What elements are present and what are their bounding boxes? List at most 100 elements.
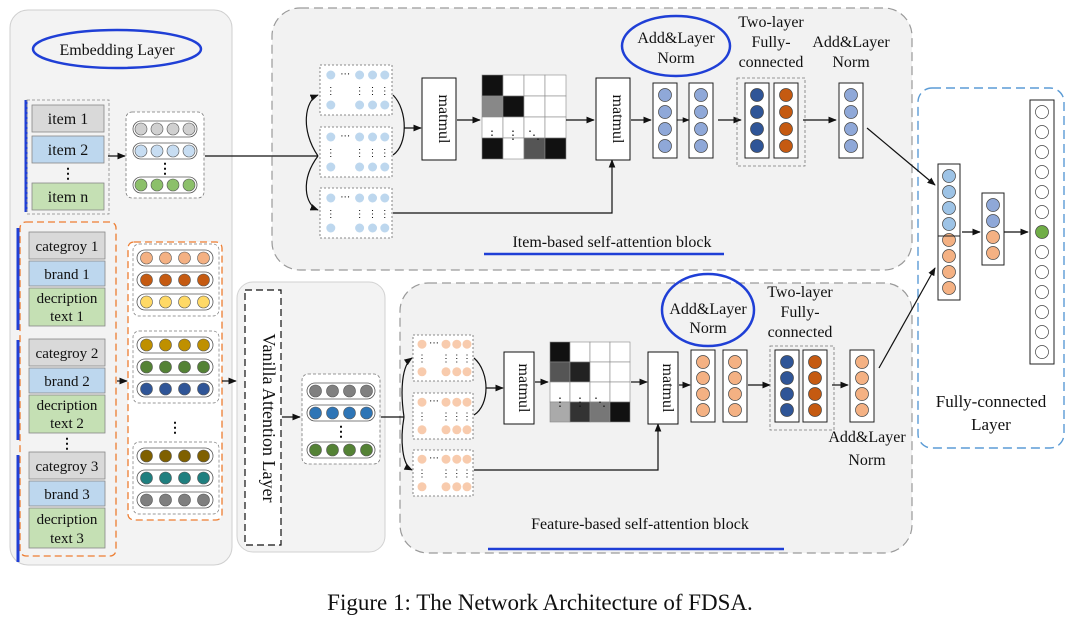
neuron bbox=[779, 139, 793, 153]
neuron bbox=[694, 105, 708, 119]
neuron bbox=[780, 355, 794, 369]
feature-emb-row bbox=[136, 358, 214, 376]
matrix-vdots: ⋮ bbox=[368, 148, 378, 159]
embedding-dot bbox=[197, 273, 210, 287]
neuron bbox=[779, 88, 793, 102]
feature-emb-group-outline bbox=[132, 243, 220, 317]
matrix-vdots: ⋮ bbox=[380, 209, 390, 220]
feature-group-3: categroy 3 brand 3 decription text 3 bbox=[28, 451, 106, 549]
embedding-dot bbox=[343, 406, 356, 420]
embedding-dot bbox=[140, 295, 153, 309]
embedding-dot bbox=[159, 295, 172, 309]
matrix-dot bbox=[368, 70, 378, 80]
vanilla-attention-label: Vanilla Attention Layer bbox=[259, 334, 279, 503]
embedding-layer-title: Embedding Layer bbox=[59, 42, 175, 59]
item-norm1-col-a bbox=[652, 82, 678, 159]
feat-ffn-col-b bbox=[802, 349, 828, 423]
embedding-dot bbox=[159, 382, 172, 396]
neuron bbox=[942, 185, 956, 199]
attention-cell bbox=[481, 74, 504, 97]
attention-cell bbox=[544, 74, 567, 97]
embedding-dot bbox=[197, 449, 210, 463]
embedding-dot bbox=[343, 443, 356, 457]
attention-cell bbox=[589, 341, 611, 363]
vanilla-emb-row-gray bbox=[306, 382, 376, 400]
matrix-dot bbox=[326, 100, 336, 110]
vanilla-emb-ellipsis: ⋮ bbox=[334, 425, 348, 440]
neuron bbox=[844, 139, 858, 153]
neuron bbox=[844, 88, 858, 102]
neuron bbox=[855, 371, 869, 385]
matrix-dot bbox=[380, 100, 390, 110]
neuron bbox=[942, 217, 956, 231]
embedding-dot bbox=[140, 360, 153, 374]
matrix-dot bbox=[452, 397, 462, 407]
embedding-dot bbox=[326, 443, 339, 457]
matrix-vdots: ⋮ bbox=[355, 148, 365, 159]
neuron bbox=[750, 122, 764, 136]
embedding-dot bbox=[159, 360, 172, 374]
matrix-dot bbox=[326, 162, 336, 172]
embedding-dot bbox=[197, 338, 210, 352]
embedding-dot bbox=[326, 384, 339, 398]
matrix-hdots: ··· bbox=[429, 397, 439, 408]
neuron bbox=[658, 122, 672, 136]
matrix-dot bbox=[462, 397, 472, 407]
attention-cell bbox=[609, 401, 631, 423]
category-3-label: categroy 3 bbox=[36, 459, 99, 475]
brand-2-label: brand 2 bbox=[44, 374, 89, 390]
matrix-dot bbox=[326, 132, 336, 142]
item-2-box bbox=[31, 135, 105, 164]
embedding-dot bbox=[309, 406, 322, 420]
neuron bbox=[696, 355, 710, 369]
embedding-dot bbox=[159, 471, 172, 485]
attention-cell bbox=[544, 116, 567, 139]
matrix-dot bbox=[380, 162, 390, 172]
embedding-dot bbox=[326, 406, 339, 420]
feat-ffn-line2: Fully- bbox=[780, 304, 819, 321]
matrix-vdots: ⋮ bbox=[417, 412, 427, 423]
feat-matmul2-box bbox=[647, 351, 679, 425]
vanilla-output-vectors: ⋮ bbox=[301, 373, 381, 465]
fc-layer-line1: Fully-connected bbox=[936, 392, 1047, 411]
matrix-hdots: ··· bbox=[429, 339, 439, 350]
neuron bbox=[694, 88, 708, 102]
embedding-dot bbox=[360, 384, 373, 398]
attention-cell bbox=[544, 137, 567, 160]
item-addnorm2-neurons bbox=[838, 82, 864, 159]
feat-norm1-col-b bbox=[722, 349, 748, 423]
item-norm1-col-b bbox=[688, 82, 714, 159]
matrix-dot bbox=[462, 367, 472, 377]
embedding-dot bbox=[134, 144, 148, 158]
embedding-dot bbox=[166, 122, 180, 136]
item-group-outline bbox=[26, 99, 110, 215]
embedding-dot bbox=[134, 178, 148, 192]
feat-addnorm1-highlight bbox=[660, 272, 756, 348]
neuron bbox=[1035, 165, 1049, 179]
neuron bbox=[855, 403, 869, 417]
embedding-dot bbox=[159, 251, 172, 265]
neuron bbox=[1035, 105, 1049, 119]
matrix-vdots: ⋮ bbox=[441, 354, 451, 365]
embedding-dot bbox=[166, 144, 180, 158]
matrix-dot bbox=[452, 482, 462, 492]
embedding-dot bbox=[178, 273, 191, 287]
fc-hidden-col bbox=[981, 192, 1005, 266]
attention-cell bbox=[502, 74, 525, 97]
neuron bbox=[728, 355, 742, 369]
embedding-dot bbox=[197, 251, 210, 265]
vanilla-emb-row-green bbox=[306, 441, 376, 459]
neuron bbox=[808, 371, 822, 385]
neuron bbox=[986, 230, 1000, 244]
matrix-dot bbox=[368, 132, 378, 142]
item-value-matrix: ···⋮⋮⋮⋮ bbox=[319, 187, 393, 239]
matrix-vdots: ⋮ bbox=[462, 412, 472, 423]
matrix-dot bbox=[462, 454, 472, 464]
embedding-dot bbox=[178, 251, 191, 265]
matrix-vdots: ⋮ bbox=[417, 354, 427, 365]
item-emb-row-gray bbox=[132, 120, 198, 138]
neuron bbox=[780, 371, 794, 385]
feat-query-matrix: ···⋮⋮⋮⋮ bbox=[412, 334, 474, 382]
item-key-matrix: ···⋮⋮⋮⋮ bbox=[319, 126, 393, 178]
